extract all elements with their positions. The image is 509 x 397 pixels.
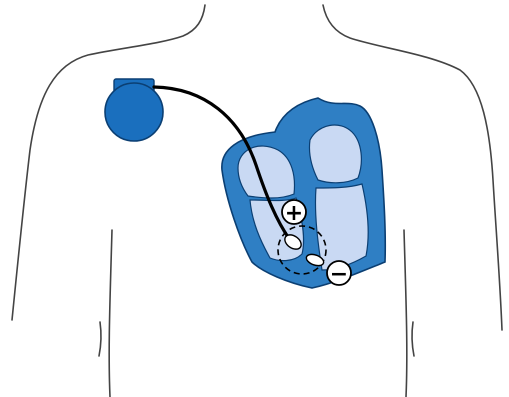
- left-atrium: [309, 125, 361, 183]
- right-arm-inner-line: [404, 230, 407, 397]
- positive-pole-label: +: [285, 201, 303, 226]
- negative-pole-marker: −: [327, 261, 351, 287]
- left-arm-fold-line: [99, 322, 101, 356]
- right-arm-fold-line: [412, 322, 414, 356]
- negative-pole-label: −: [330, 262, 348, 287]
- positive-pole-marker: +: [282, 200, 306, 226]
- neck-left-line: [12, 5, 205, 320]
- left-ventricle: [315, 184, 368, 270]
- pacemaker-can: [105, 83, 163, 141]
- left-arm-inner-line: [109, 230, 112, 397]
- heart-icon: [222, 98, 385, 288]
